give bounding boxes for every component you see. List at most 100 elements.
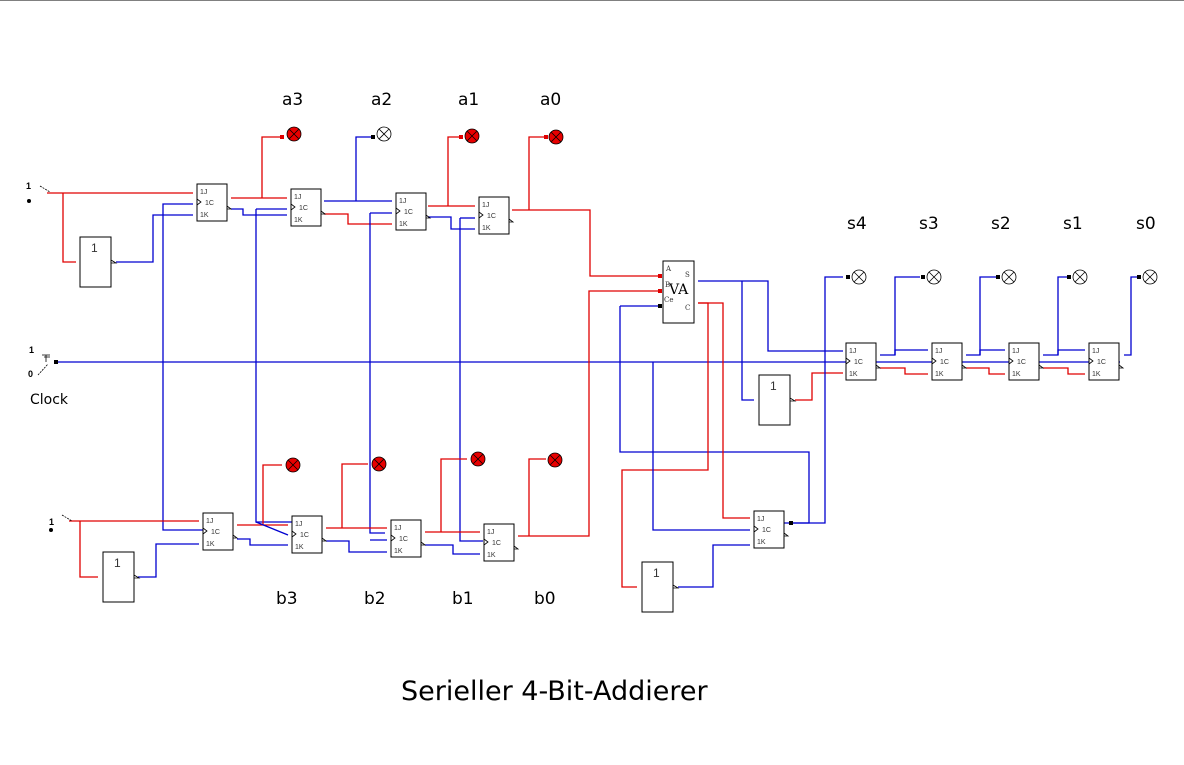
- pin-label-c: 1C: [399, 536, 408, 543]
- connection-dot: [544, 135, 548, 139]
- lamp-a3: [286, 126, 302, 142]
- pin-label-c: 1C: [940, 359, 949, 366]
- clock-pulse-icon: [42, 354, 50, 362]
- clock-edge-icon: [291, 530, 297, 538]
- switch-a[interactable]: [27, 185, 51, 203]
- lamp-b0: [547, 452, 563, 468]
- connection-dot: [996, 275, 1000, 279]
- wires: [47, 136, 1140, 588]
- wire: [355, 136, 372, 201]
- pin-label-c: 1C: [211, 529, 220, 536]
- pin-c: C: [685, 304, 690, 312]
- pin-label-k: 1K: [757, 539, 766, 546]
- not-gate-body: [758, 374, 791, 426]
- flipflop-body: [395, 192, 427, 231]
- inverted-output-icon: [961, 364, 968, 369]
- lamp-cross: [549, 454, 561, 466]
- lamp-cross: [287, 459, 299, 471]
- clock-edge-icon: [931, 357, 937, 365]
- pin-label-k: 1K: [935, 371, 944, 378]
- pin-label-j: 1J: [757, 516, 764, 523]
- not-gate-b[interactable]: 1: [102, 551, 141, 603]
- clock-switch[interactable]: [37, 354, 50, 376]
- pin-label-k: 1K: [1012, 371, 1021, 378]
- flipflop-body: [1008, 342, 1040, 381]
- switch-b[interactable]: [49, 514, 73, 532]
- switch-a-high-label: 1: [26, 181, 31, 191]
- connection-dot: [658, 274, 662, 278]
- connection-dot: [658, 289, 662, 293]
- wire: [698, 280, 843, 352]
- clock-edge-icon: [1088, 357, 1094, 365]
- jk-flipflop-s0[interactable]: 1J 1C 1K: [845, 342, 882, 381]
- connection-dot: [371, 135, 375, 139]
- wire: [1043, 367, 1085, 375]
- not-gate-carry[interactable]: 1: [641, 561, 680, 613]
- pin-label-k: 1K: [849, 371, 858, 378]
- full-adder-body: [662, 260, 695, 324]
- pin-label-j: 1J: [849, 348, 856, 355]
- wire: [255, 521, 289, 536]
- clock-edge-icon: [483, 538, 489, 546]
- label-s2: s2: [991, 214, 1011, 234]
- wire: [698, 302, 750, 519]
- wire: [425, 544, 480, 555]
- clock-edge-icon: [395, 207, 401, 215]
- pin-a: A: [665, 265, 672, 273]
- clock-edge-icon: [753, 525, 759, 533]
- inverted-output-icon: [789, 397, 797, 402]
- wire: [62, 193, 76, 263]
- lamp-cross: [550, 131, 562, 143]
- lamp-cross: [466, 130, 478, 142]
- flipflop-body: [753, 510, 785, 549]
- label-s4: s4: [847, 214, 867, 234]
- pin-b: B: [665, 281, 670, 289]
- wire: [261, 136, 282, 198]
- lamp-s2: [1001, 269, 1017, 285]
- lamp-a0: [548, 129, 564, 145]
- clock-edge-icon: [845, 357, 851, 365]
- pin-label-k: 1K: [399, 221, 408, 228]
- not-gate-s[interactable]: 1: [758, 374, 797, 426]
- wire: [518, 290, 660, 537]
- connection-dot: [1067, 275, 1071, 279]
- connection-dot: [789, 521, 793, 525]
- flipflop-body: [390, 519, 422, 558]
- connection-dot: [459, 135, 463, 139]
- flipflop-body: [478, 196, 510, 235]
- wire: [262, 464, 282, 525]
- wire: [255, 209, 296, 523]
- lamp-a1: [464, 128, 480, 144]
- inverted-output-icon: [425, 214, 432, 219]
- full-adder-label: VA: [668, 282, 689, 298]
- inverted-output-icon: [232, 534, 239, 539]
- wire: [428, 216, 475, 230]
- lamp-cross: [1003, 271, 1015, 283]
- wire: [116, 214, 193, 263]
- lamp-cross: [853, 271, 865, 283]
- not-gate-a[interactable]: 1: [79, 236, 118, 288]
- pin-label-c: 1C: [1097, 359, 1106, 366]
- window-top-border: [0, 0, 1184, 1]
- label-b0: b0: [534, 589, 556, 609]
- lamp-cross: [378, 128, 390, 140]
- not-gate-label: 1: [114, 556, 121, 570]
- wire: [440, 458, 467, 532]
- connection-dot: [280, 135, 284, 139]
- pin-label-c: 1C: [854, 359, 863, 366]
- clock-high-label: 1: [29, 345, 34, 355]
- pin-label-j: 1J: [487, 529, 494, 536]
